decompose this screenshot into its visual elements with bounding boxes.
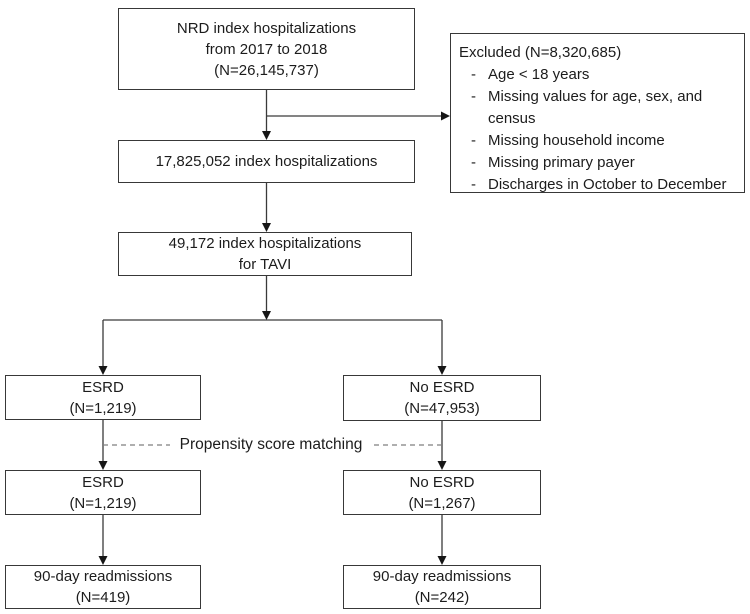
no-esrd-matched-box: No ESRD (N=1,267) (343, 470, 541, 515)
excluded-title: Excluded (N=8,320,685) (459, 44, 622, 61)
box-text-line: (N=1,219) (69, 399, 137, 417)
bullet-dash: - (471, 176, 476, 193)
box-text-line: (N=419) (75, 589, 131, 606)
box-text-line: (N=1,219) (69, 494, 137, 512)
box-text-line: 17,825,052 index hospitalizations (155, 153, 378, 170)
box-text-line: (N=242) (414, 589, 470, 606)
excluded-item-text: Missing primary payer (488, 154, 635, 171)
esrd-matched-box: ESRD (N=1,219) (5, 470, 201, 515)
box-text-line: 90-day readmissions (372, 568, 512, 585)
excluded-item-text: Missing household income (488, 132, 665, 149)
index-hospitalizations-box: 17,825,052 index hospitalizations (118, 140, 415, 183)
box-text-line: ESRD (82, 473, 124, 491)
readmissions-esrd-box: 90-day readmissions (N=419) (5, 565, 201, 609)
excluded-item-text: Age < 18 years (488, 66, 590, 83)
excluded-box: Excluded (N=8,320,685) - Age < 18 years … (450, 33, 745, 193)
excluded-item-text: Discharges in October to December (488, 176, 727, 193)
box-text-line: 90-day readmissions (33, 568, 173, 585)
arrow-tavi-to-split (262, 276, 271, 320)
box-text-line: (N=1,267) (408, 494, 476, 512)
excluded-item: - Missing primary payer (459, 152, 734, 174)
bullet-dash: - (471, 66, 476, 83)
arrow-esrd-to-matched (98, 420, 108, 470)
bullet-dash: - (471, 88, 476, 105)
box-text-line: No ESRD (409, 473, 475, 491)
arrow-index-to-tavi (262, 183, 271, 232)
esrd-unmatched-box: ESRD (N=1,219) (5, 375, 201, 420)
readmissions-no-esrd-box: 90-day readmissions (N=242) (343, 565, 541, 609)
arrow-no-esrd-to-matched (437, 421, 447, 470)
bullet-dash: - (471, 154, 476, 171)
arrow-to-excluded (266, 111, 450, 121)
box-text-line: 49,172 index hospitalizations (168, 235, 362, 252)
arrow-matched-no-esrd-to-readmissions (437, 515, 447, 565)
box-text-line: (N=47,953) (404, 400, 480, 417)
box-text-line: ESRD (82, 378, 124, 396)
box-text-line: from 2017 to 2018 (205, 40, 328, 58)
excluded-item: - Missing household income (459, 130, 734, 152)
excluded-item: - Age < 18 years (459, 64, 734, 86)
box-text-line: for TAVI (238, 256, 292, 273)
box-text-line: NRD index hospitalizations (176, 19, 357, 37)
excluded-item: - Missing values for age, sex, and censu… (459, 86, 734, 130)
arrow-nrd-to-index (262, 90, 271, 140)
propensity-matching-label: Propensity score matching (179, 436, 363, 453)
bullet-dash: - (471, 132, 476, 149)
arrow-matched-esrd-to-readmissions (98, 515, 108, 565)
no-esrd-unmatched-box: No ESRD (N=47,953) (343, 375, 541, 421)
arrow-split-to-no-esrd (437, 320, 447, 375)
excluded-item-text: Missing values for age, sex, and census (488, 88, 703, 127)
excluded-item: - Discharges in October to December (459, 174, 734, 196)
nrd-hospitalizations-box: NRD index hospitalizations from 2017 to … (118, 8, 415, 90)
arrow-split-to-esrd (98, 320, 108, 375)
box-text-line: (N=26,145,737) (214, 61, 319, 79)
box-text-line: No ESRD (409, 379, 475, 396)
tavi-hospitalizations-box: 49,172 index hospitalizations for TAVI (118, 232, 412, 276)
